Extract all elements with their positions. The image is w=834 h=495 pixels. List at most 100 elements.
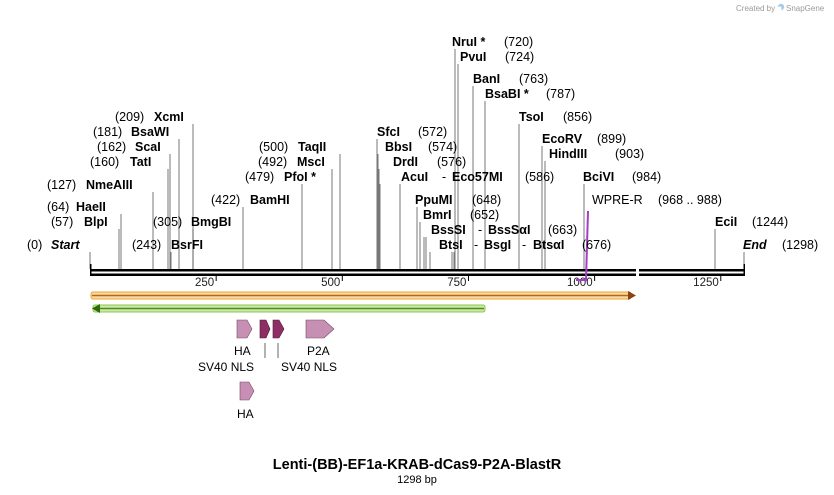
ruler-tick-label: 750 — [447, 277, 466, 289]
site-bsssi[interactable]: BssSI — [431, 223, 466, 237]
site-position: (0) — [27, 238, 42, 252]
site-btsai[interactable]: BtsαI(676) — [533, 238, 611, 252]
site-name: NruI * — [452, 35, 485, 49]
map-length: 1298 bp — [397, 474, 437, 486]
site-bsrfi[interactable]: (243) BsrFI — [132, 238, 203, 252]
site-nmeaiii[interactable]: (127)NmeAIII — [47, 178, 133, 192]
site-position: (479) — [245, 170, 274, 184]
site-name: BmrI — [423, 208, 451, 222]
site-separator-icon: - — [442, 170, 446, 184]
feature-arrow-icon — [259, 319, 271, 339]
feature-label: HA — [237, 407, 254, 421]
site-name: BsgI — [484, 238, 511, 252]
site-name: Start — [51, 238, 80, 252]
site-bsawi[interactable]: (181)BsaWI — [93, 125, 169, 139]
site-name: PvuI — [460, 50, 486, 64]
site-name: HaeII — [76, 200, 106, 214]
site-nrui[interactable]: NruI *(720) — [452, 35, 533, 49]
site-start[interactable]: (0) Start — [27, 238, 80, 252]
site-bsssai[interactable]: BssSαI(663) — [488, 223, 577, 237]
arrow-left-icon — [92, 304, 100, 313]
site-name: TsoI — [519, 110, 544, 124]
feature-sv40-nls-1[interactable]: SV40 NLS — [198, 319, 271, 374]
site-leader-lines — [89, 49, 745, 269]
site-blpi[interactable]: (57) BlpI — [51, 215, 108, 229]
site-bcivi[interactable]: BciVI(984) — [583, 170, 661, 184]
site-drdi[interactable]: DrdI(576) — [393, 155, 466, 169]
site-hindiii[interactable]: HindIII (903) — [549, 147, 644, 161]
site-bmgbi[interactable]: (305) BmgBI — [153, 215, 231, 229]
site-bsgi[interactable]: BsgI — [484, 238, 511, 252]
ruler-tick-label: 500 — [321, 277, 340, 289]
site-position: (856) — [563, 110, 592, 124]
site-separator-icon: - — [522, 238, 526, 252]
site-bbsi[interactable]: BbsI(574) — [385, 140, 457, 154]
site-position: (500) — [259, 140, 288, 154]
ruler-tick-label: 1000 — [567, 277, 593, 289]
site-name: Eco57MI — [452, 170, 503, 184]
site-separator-icon: - — [474, 238, 478, 252]
feature-arrow-icon — [236, 319, 253, 339]
site-name: AcuI — [401, 170, 428, 184]
site-name: HindIII — [549, 147, 587, 161]
snapgene-credit: Created by SnapGene — [736, 3, 825, 13]
site-name: End — [743, 238, 767, 252]
site-position: (243) — [132, 238, 161, 252]
feature-label: SV40 NLS — [281, 360, 337, 374]
site-bani[interactable]: BanI(763) — [473, 72, 548, 86]
site-position: (899) — [597, 132, 626, 146]
site-bamhi[interactable]: (422) BamHI — [211, 193, 290, 207]
orf-reverse[interactable] — [92, 304, 486, 313]
site-scai[interactable]: (162)ScaI — [97, 140, 161, 154]
site-xcmi[interactable]: (209)XcmI — [115, 110, 184, 124]
credit-prefix: Created by — [736, 4, 775, 13]
site-position: (422) — [211, 193, 240, 207]
site-position: (576) — [437, 155, 466, 169]
site-position: (64) — [47, 200, 69, 214]
site-position: (763) — [519, 72, 548, 86]
site-ecorv[interactable]: EcoRV(899) — [542, 132, 626, 146]
site-position: (903) — [615, 147, 644, 161]
site-position: (160) — [90, 155, 119, 169]
site-btsi[interactable]: BtsI — [439, 238, 463, 252]
site-name: BmgBI — [191, 215, 231, 229]
site-position: (652) — [470, 208, 499, 222]
credit-brand: SnapGene — [786, 4, 825, 13]
feature-sv40-nls-2[interactable]: SV40 NLS — [272, 319, 337, 374]
site-pvui[interactable]: PvuI(724) — [460, 50, 534, 64]
feature-label: HA — [234, 344, 251, 358]
site-ppumi[interactable]: PpuMI(648) — [415, 193, 501, 207]
primer-range: (968 .. 988) — [658, 193, 722, 207]
site-eco57mi[interactable]: Eco57MI(586) — [452, 170, 554, 184]
site-msci[interactable]: (492)MscI — [258, 155, 325, 169]
site-sfci[interactable]: SfcI(572) — [377, 125, 447, 139]
site-name: BamHI — [250, 193, 290, 207]
site-pfoi[interactable]: (479)PfoI * — [245, 170, 316, 184]
site-position: (305) — [153, 215, 182, 229]
restriction-sites: (0) Start (57) BlpI (64) HaeII (127)NmeAIII (16… — [27, 35, 818, 252]
site-position: (57) — [51, 215, 73, 229]
feature-label: P2A — [307, 344, 330, 358]
site-taqii[interactable]: (500)TaqII — [259, 140, 326, 154]
site-name: SfcI — [377, 125, 400, 139]
orf-forward[interactable] — [90, 291, 636, 300]
site-acui[interactable]: AcuI — [401, 170, 428, 184]
site-end[interactable]: End(1298) — [743, 238, 818, 252]
site-bsabi[interactable]: BsaBI *(787) — [485, 87, 575, 101]
feature-p2a[interactable]: P2A — [305, 319, 335, 358]
site-name: BsrFI — [171, 238, 203, 252]
feature-ha[interactable]: HA — [234, 319, 253, 358]
site-name: BssSαI — [488, 223, 530, 237]
site-tsoi[interactable]: TsoI (856) — [519, 110, 592, 124]
site-haeii[interactable]: (64) HaeII — [47, 200, 106, 214]
feature-arrow-icon — [305, 319, 335, 339]
site-name: BlpI — [84, 215, 108, 229]
site-ecii[interactable]: EciI(1244) — [715, 215, 788, 229]
primer-wpre-r[interactable]: WPRE-R (968 .. 988) — [576, 193, 722, 281]
site-bmri[interactable]: BmrI (652) — [423, 208, 499, 222]
feature-ha-2[interactable]: HA — [237, 381, 255, 421]
site-tati[interactable]: (160)TatI — [90, 155, 151, 169]
site-position: (181) — [93, 125, 122, 139]
